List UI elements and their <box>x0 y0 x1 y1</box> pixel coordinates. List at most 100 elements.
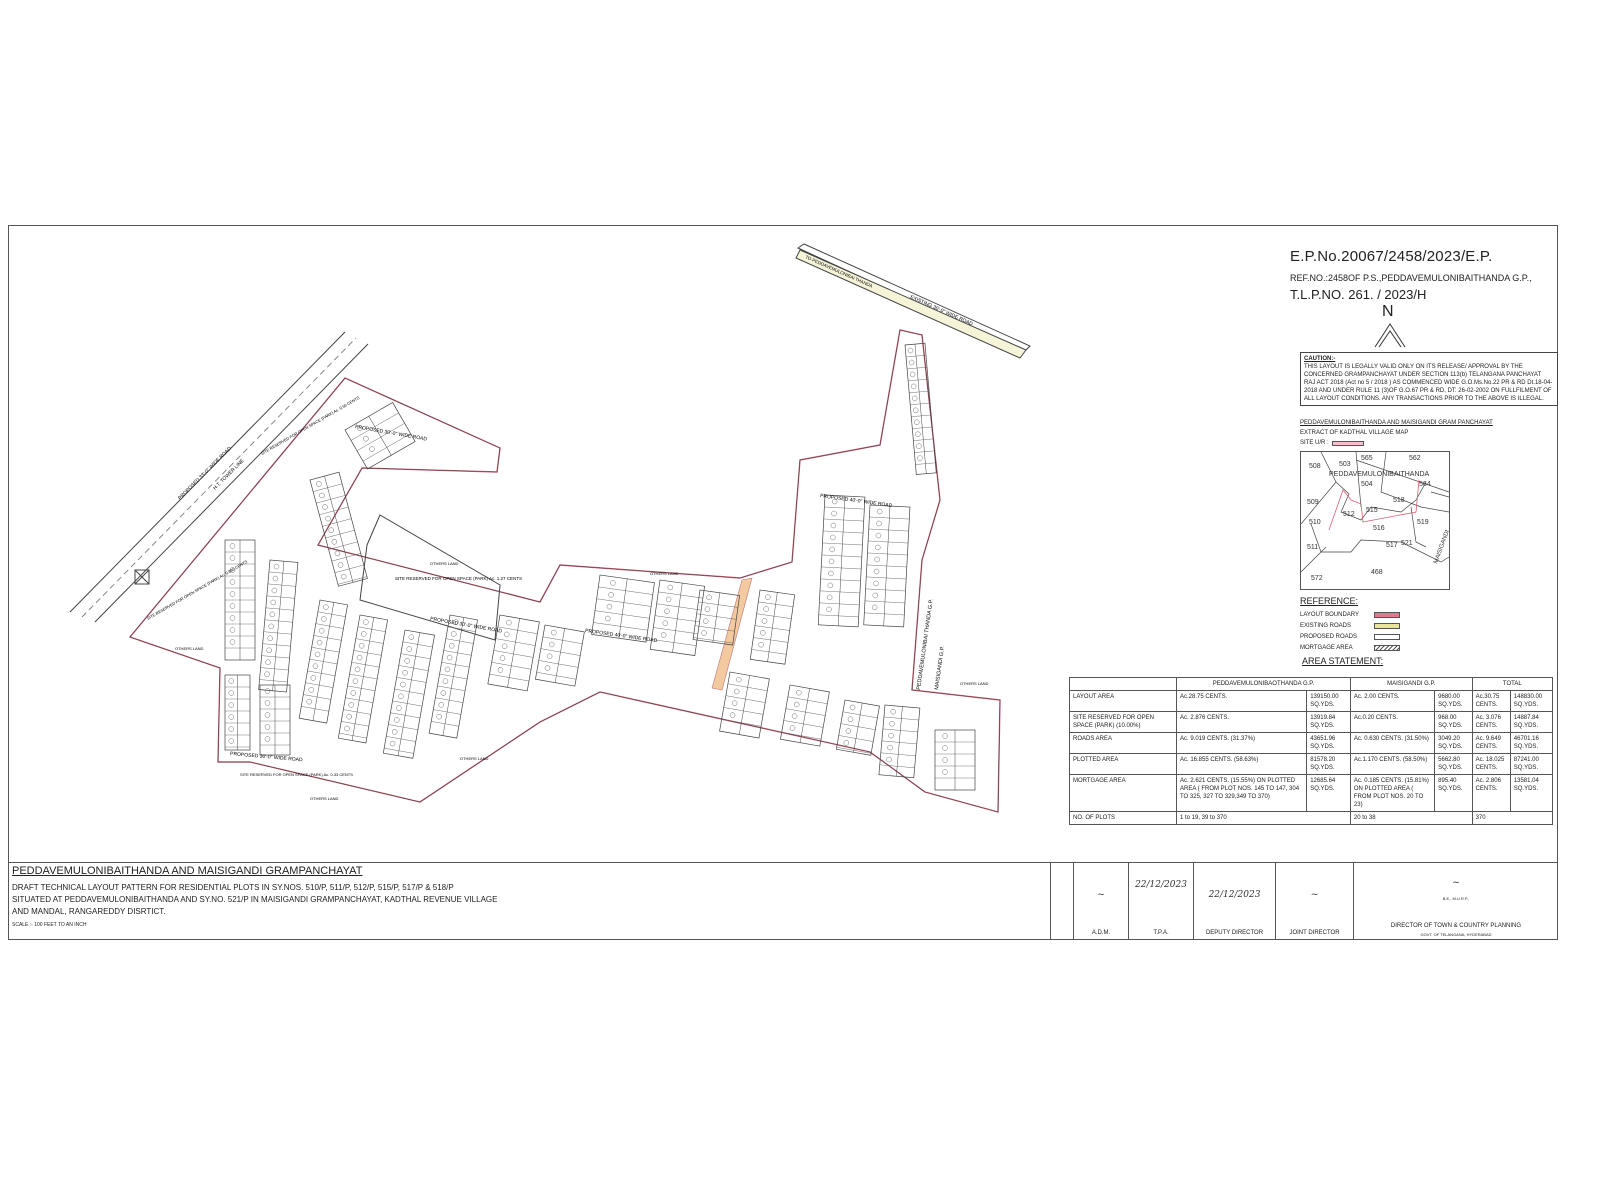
signature-director: ~ B.E., M.U.R.P., DIRECTOR OF TOWN & COU… <box>1353 862 1558 940</box>
others-land-6: OTHERS LAND <box>430 561 459 566</box>
signature-sub: GOVT. OF TELANGANA, HYDERABAD <box>1420 932 1492 937</box>
table-cell: Ac. 3.076 CENTS. <box>1471 711 1511 733</box>
table-cell: 1 to 19, 39 to 370 <box>1176 811 1351 825</box>
existing-road <box>795 243 1031 359</box>
survey-number: 564 <box>1419 481 1431 488</box>
north-label: N <box>1382 303 1394 320</box>
survey-number: 516 <box>1373 525 1385 532</box>
survey-number: 565 <box>1361 455 1373 462</box>
plot-block <box>591 574 655 643</box>
legend-swatch <box>1374 622 1400 629</box>
others-land-3: OTHERS LAND <box>310 796 339 801</box>
signature-role: DEPUTY DIRECTOR <box>1205 930 1264 936</box>
plot-block <box>224 539 256 661</box>
plot-block <box>487 614 540 692</box>
description-line-1: DRAFT TECHNICAL LAYOUT PATTERN FOR RESID… <box>12 883 454 892</box>
park-left-label: SITE RESERVED FOR OPEN SPACE (PARK) Ac. … <box>146 559 249 621</box>
table-header-cell: PEDDAVEMULONIBAOTHANDA G.P. <box>1176 677 1351 691</box>
row-label: ROADS AREA <box>1069 732 1177 754</box>
table-cell: 43651.96 SQ.YDS. <box>1306 732 1351 754</box>
plot-block <box>259 684 291 756</box>
north-arrow-icon <box>1374 323 1406 348</box>
table-cell: Ac. 0.185 CENTS. (15.81%) ON PLOTTED ARE… <box>1349 774 1436 812</box>
table-cell: Ac. 16.855 CENTS. (58.63%) <box>1175 753 1308 775</box>
row-label: LAYOUT AREA <box>1069 690 1177 712</box>
village-name-label: PEDDAVEMULONIBAITHANDA <box>1329 471 1430 478</box>
gp-boundary-label-2: MAISIGANDI G.P. <box>934 645 946 690</box>
caution-box: CAUTION:- THIS LAYOUT IS LEGALLY VALID O… <box>1300 352 1558 406</box>
row-label: SITE RESERVED FOR OPEN SPACE (PARK) (10.… <box>1069 711 1177 733</box>
table-cell: 9680.00 SQ.YDS. <box>1434 690 1473 712</box>
table-cell: Ac. 2.621 CENTS. (15.55%) ON PLOTTED ARE… <box>1175 774 1308 812</box>
table-header-cell: TOTAL <box>1471 677 1554 691</box>
legend-swatch <box>1374 644 1400 651</box>
table-cell: Ac.0.20 CENTS. <box>1349 711 1436 733</box>
table-cell: 3049.20 SQ.YDS. <box>1434 732 1473 754</box>
table-cell: 13581.04 SQ.YDS. <box>1509 774 1554 812</box>
plot-block <box>337 614 388 744</box>
village-map-extract-header: PEDDAVEMULONIBAITHANDA AND MAISIGANDI GR… <box>1300 418 1493 448</box>
tower-marker <box>134 569 150 585</box>
title-block <box>8 862 1558 941</box>
extract-subheading: EXTRACT OF KADTHAL VILLAGE MAP <box>1300 430 1409 436</box>
table-cell: 46701.16 SQ.YDS. <box>1509 732 1554 754</box>
site-swatch <box>1331 440 1364 446</box>
plot-block <box>817 494 866 628</box>
table-cell: 370 <box>1471 811 1554 825</box>
legend-item: EXISTING ROADS <box>1300 620 1400 631</box>
legend-item: PROPOSED ROADS <box>1300 631 1400 642</box>
survey-number: 512 <box>1343 511 1355 518</box>
park-bottom-label: SITE RESERVED FOR OPEN SPACE (PARK) Ac. … <box>240 772 353 777</box>
others-land-2: OTHERS LAND <box>460 756 489 761</box>
others-land-4: OTHERS LAND <box>175 646 204 651</box>
table-cell: 20 to 38 <box>1349 811 1473 825</box>
title-block-title: PEDDAVEMULONIBAITHANDA AND MAISIGANDI GR… <box>12 865 363 877</box>
plot-block <box>863 504 911 628</box>
reference-title: REFERENCE: <box>1300 596 1359 606</box>
row-label: NO. OF PLOTS <box>1069 811 1177 825</box>
table-cell: 895.40 SQ.YDS. <box>1434 774 1473 812</box>
table-cell: 81578.20 SQ.YDS. <box>1306 753 1351 775</box>
plot-block <box>649 579 705 656</box>
survey-number: 521 <box>1401 540 1413 547</box>
survey-number: 508 <box>1309 463 1321 470</box>
site-label: SITE U/R : <box>1300 440 1329 446</box>
legend-label: EXISTING ROADS <box>1300 622 1352 629</box>
tlp-number: T.L.P.NO. 261. / 2023/H <box>1290 287 1427 302</box>
table-cell: Ac. 2.806 CENTS. <box>1471 774 1511 812</box>
others-land-5: OTHERS LAND <box>960 681 989 686</box>
signature-role: T.P.A. <box>1153 930 1169 936</box>
plot-block <box>535 624 585 687</box>
signature-date: 22/12/2023 <box>1135 880 1187 890</box>
table-header-cell <box>1069 677 1177 691</box>
area-statement-table: PEDDAVEMULONIBAOTHANDA G.P.MAISIGANDI G.… <box>1069 677 1554 825</box>
plot-block <box>309 471 368 587</box>
description-line-3: AND MANDAL, RANGAREDDY DISRTICT. <box>12 907 166 916</box>
caution-title: CAUTION:- <box>1304 356 1336 362</box>
table-cell: Ac. 9.019 CENTS. (31.37%) <box>1175 732 1308 754</box>
plot-blocks <box>224 342 976 791</box>
others-land-1: OTHERS LAND <box>650 571 679 576</box>
highway-road <box>69 331 369 623</box>
survey-number: 468 <box>1371 569 1383 576</box>
plot-block <box>692 589 741 646</box>
table-cell: Ac. 2.00 CENTS. <box>1349 690 1436 712</box>
title-block-description: DRAFT TECHNICAL LAYOUT PATTERN FOR RESID… <box>12 882 612 918</box>
plot-block <box>224 674 251 751</box>
plot-block <box>258 559 299 693</box>
legend-label: PROPOSED ROADS <box>1300 633 1358 640</box>
park-main <box>359 514 501 641</box>
plot-block <box>382 629 435 759</box>
gp-boundary-label-1: PEDDAVEMULONIBAI THANDA G.P. <box>916 598 935 690</box>
survey-number: 519 <box>1417 519 1429 526</box>
signature-date: 22/12/2023 <box>1208 890 1261 900</box>
main-access-road <box>711 577 753 691</box>
park-top-label: SITE RESERVED FOR OPEN SPACE (PARK) Ac. … <box>260 395 361 456</box>
layout-boundary <box>128 329 1001 813</box>
table-cell: Ac.28.75 CENTS. <box>1175 690 1308 712</box>
